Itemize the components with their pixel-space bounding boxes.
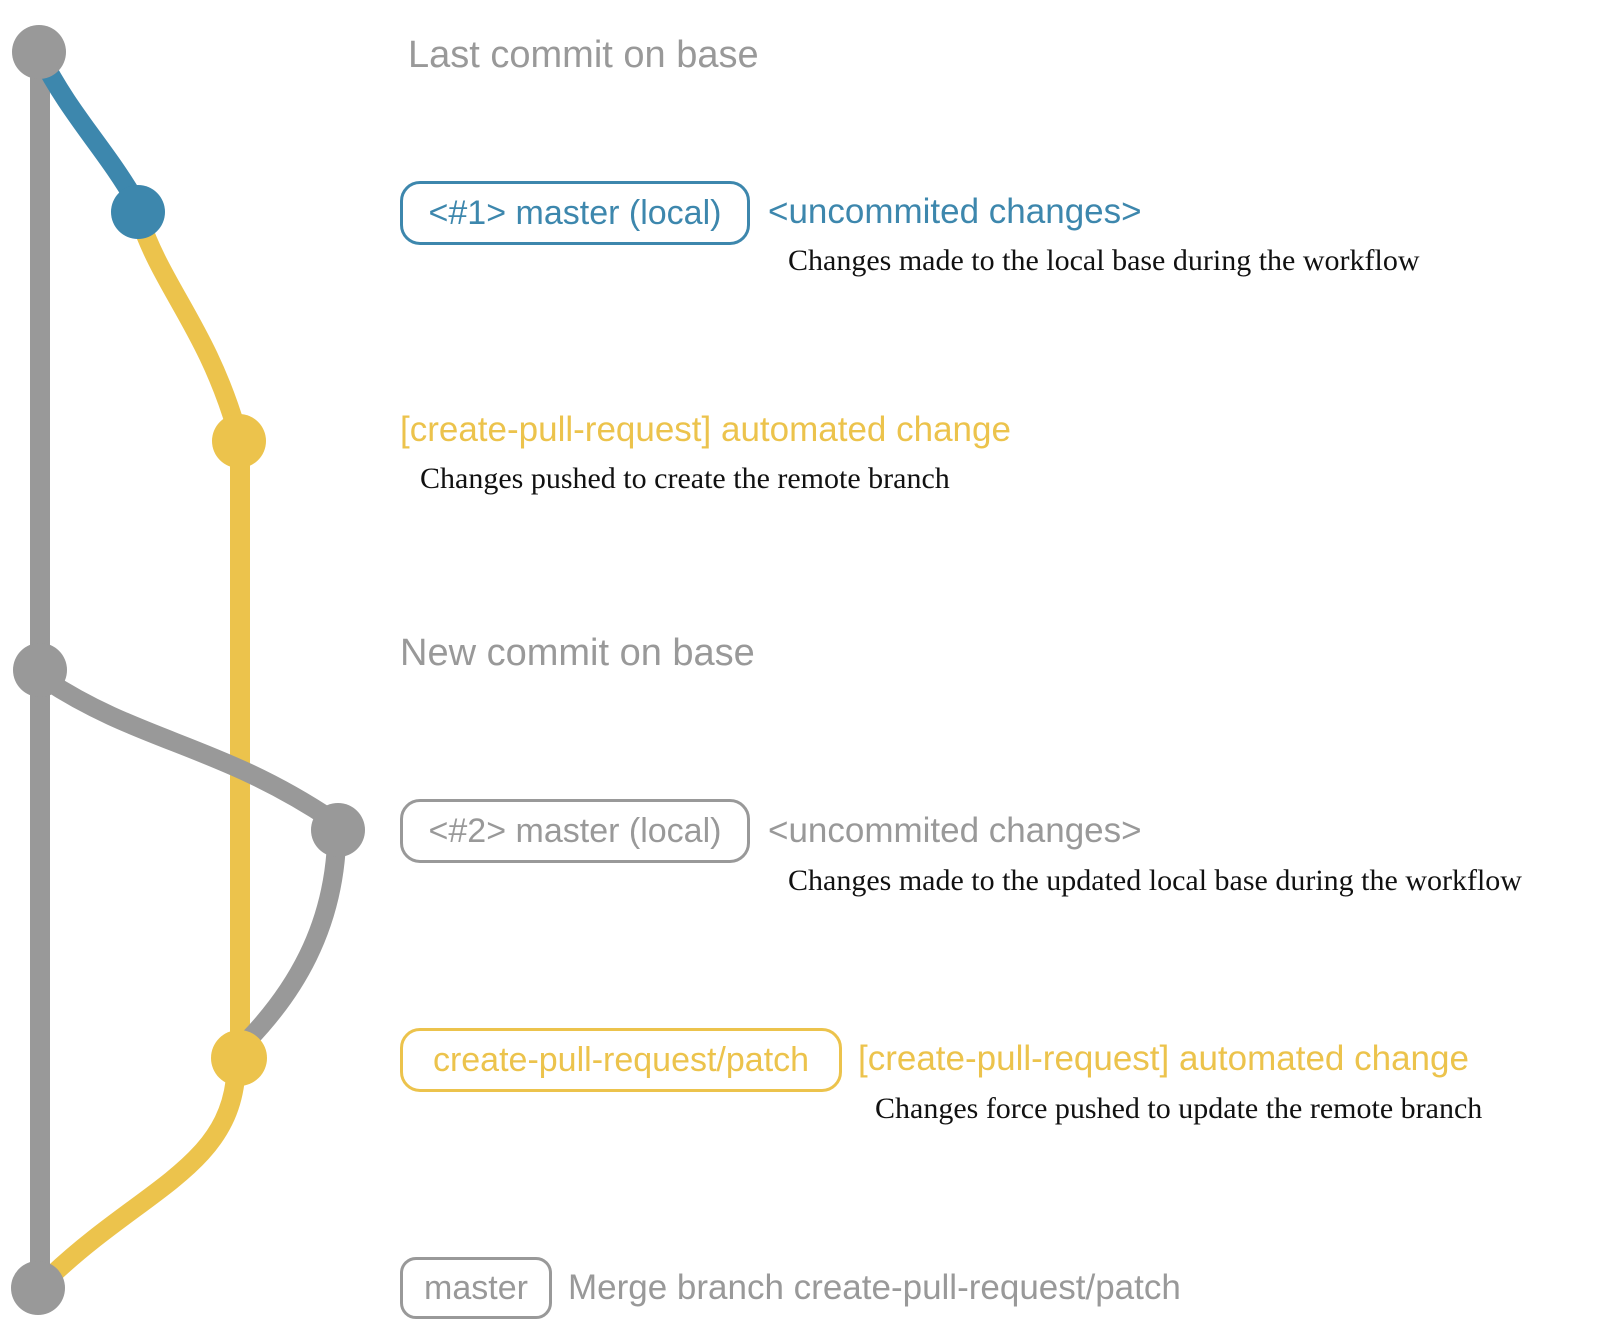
- badge-master: master: [400, 1257, 552, 1319]
- commit-node-merge: [11, 1261, 65, 1315]
- commit-node-patch-2: [211, 1030, 267, 1086]
- description-patch-commit-2: Changes force pushed to update the remot…: [875, 1092, 1483, 1125]
- edge-local2-to-patch2: [238, 842, 346, 1050]
- badge-create-pull-request-patch: create-pull-request/patch: [400, 1028, 842, 1092]
- message-uncommited-changes-2: <uncommited changes>: [768, 811, 1142, 850]
- commit-node-new-base: [13, 643, 67, 697]
- commit-node-last-base: [12, 25, 66, 79]
- message-merge-branch: Merge branch create-pull-request/patch: [568, 1268, 1181, 1307]
- edge-patch2-to-merge: [42, 1072, 245, 1285]
- commit-node-patch-1: [212, 414, 266, 468]
- message-uncommited-changes-1: <uncommited changes>: [768, 192, 1142, 231]
- edge-base-to-local1: [30, 45, 146, 212]
- label-new-commit-on-base: New commit on base: [400, 632, 755, 674]
- edge-base2-to-local2: [36, 670, 342, 830]
- message-automated-change-2: [create-pull-request] automated change: [858, 1039, 1469, 1078]
- label-last-commit-on-base: Last commit on base: [408, 34, 759, 76]
- commit-node-local-1: [111, 185, 165, 239]
- badge-master-local-1: <#1> master (local): [400, 181, 750, 245]
- description-local-commit-1: Changes made to the local base during th…: [788, 244, 1420, 277]
- commit-node-local-2: [311, 803, 365, 857]
- description-local-commit-2: Changes made to the updated local base d…: [788, 864, 1522, 897]
- badge-master-local-2: <#2> master (local): [400, 799, 750, 863]
- edge-local1-to-patch1: [130, 210, 246, 438]
- description-patch-commit-1: Changes pushed to create the remote bran…: [420, 462, 950, 495]
- message-automated-change-1: [create-pull-request] automated change: [400, 410, 1011, 449]
